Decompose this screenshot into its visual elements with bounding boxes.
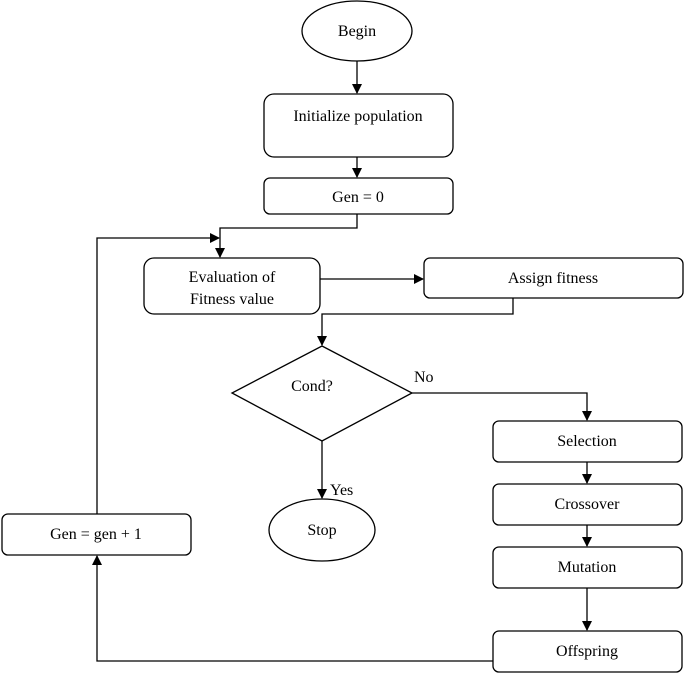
assign-fitness-node: Assign fitness: [423, 257, 684, 299]
arrow-offspring-to-gen-increment: [92, 555, 493, 662]
arrow-gen0-to-evaluation: [215, 214, 358, 258]
condition-label: Cond?: [291, 378, 333, 395]
edge-label-no: No: [414, 369, 434, 386]
arrow-assign-to-condition: [317, 298, 514, 346]
offspring-label: Offspring: [556, 643, 618, 660]
edge-label-yes: Yes: [330, 482, 353, 499]
begin-node: Begin: [301, 0, 413, 62]
arrow-condition-no-to-selection: [412, 392, 592, 421]
assign-fitness-label: Assign fitness: [508, 270, 598, 287]
gen-zero-node: Gen = 0: [263, 177, 454, 215]
initialize-population-label: Initialize population: [293, 108, 422, 125]
stop-node: Stop: [268, 498, 376, 562]
evaluation-label-line2: Fitness value: [190, 291, 274, 308]
initialize-population-node: Initialize population: [263, 93, 454, 158]
evaluation-node: Evaluation of Fitness value: [143, 257, 321, 315]
evaluation-label-line1: Evaluation of: [189, 269, 276, 286]
selection-node: Selection: [492, 420, 683, 463]
arrow-loop-to-evaluation: [96, 233, 220, 514]
gen-zero-label: Gen = 0: [332, 189, 384, 206]
gen-increment-node: Gen = gen + 1: [1, 513, 192, 556]
begin-label: Begin: [338, 23, 376, 40]
crossover-label: Crossover: [555, 496, 621, 513]
mutation-node: Mutation: [492, 546, 683, 589]
condition-decision-node: Cond?: [230, 345, 414, 442]
mutation-label: Mutation: [558, 559, 617, 576]
crossover-node: Crossover: [492, 483, 683, 526]
offspring-node: Offspring: [492, 630, 683, 673]
selection-label: Selection: [557, 433, 617, 450]
stop-label: Stop: [307, 522, 336, 539]
gen-increment-label: Gen = gen + 1: [50, 526, 142, 543]
